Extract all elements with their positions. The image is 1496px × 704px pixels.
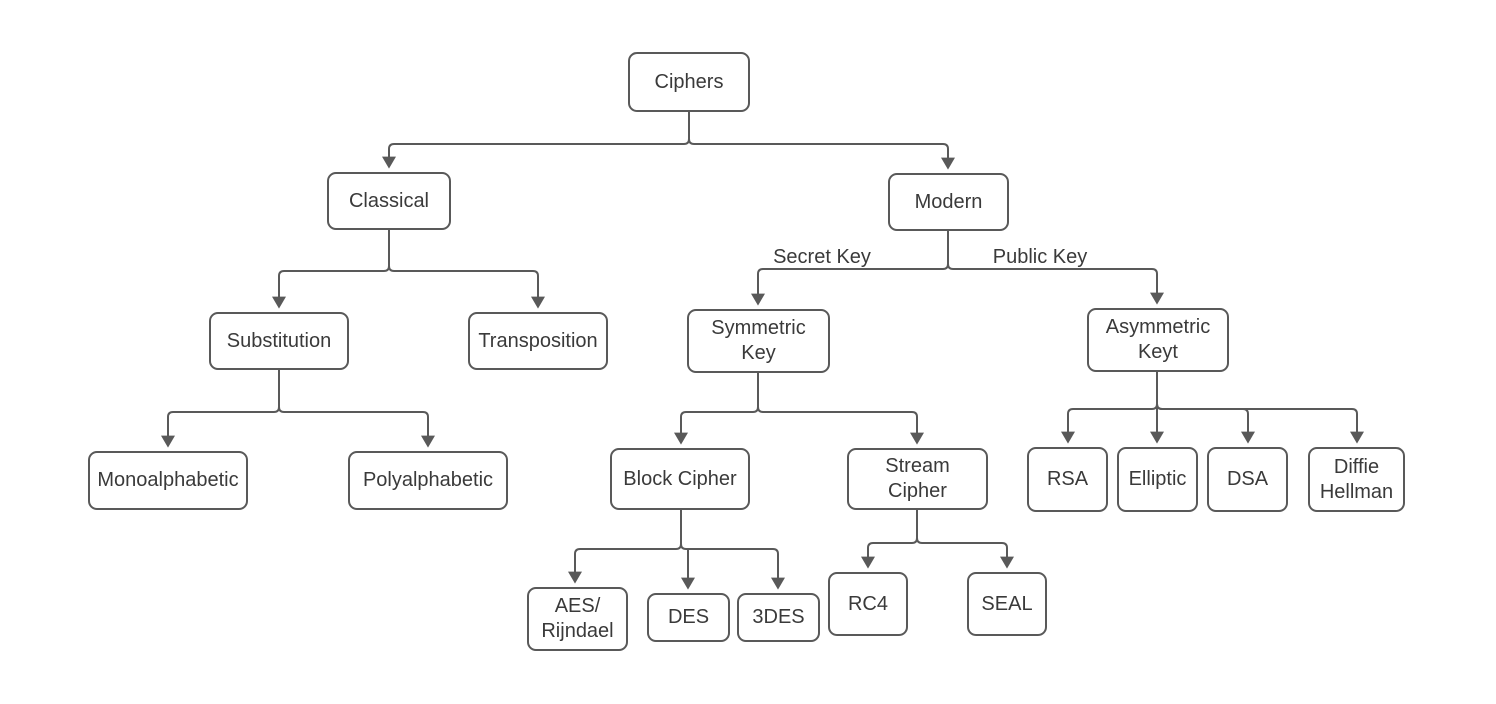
node-seal: SEAL: [967, 572, 1047, 636]
edge-label-secret-key: Secret Key: [773, 246, 871, 268]
node-monoalphabetic: Monoalphabetic: [88, 451, 248, 510]
edge-ciphers-classical: [382, 112, 690, 169]
edge-stream-rc4: [861, 510, 918, 569]
edge-classical-transposition: [388, 230, 545, 309]
edge-stream-seal: [916, 510, 1014, 569]
node-stream-cipher: Stream Cipher: [847, 448, 988, 510]
edge-asymmetric-diffie: [1156, 372, 1364, 444]
node-asymmetric-key: Asymmetric Keyt: [1087, 308, 1229, 372]
edge-classical-substitution: [272, 230, 390, 309]
node-dsa: DSA: [1207, 447, 1288, 512]
edge-block-aes: [568, 510, 682, 584]
node-ciphers: Ciphers: [628, 52, 750, 112]
node-transposition: Transposition: [468, 312, 608, 370]
edge-block-3des: [680, 510, 785, 590]
node-rsa: RSA: [1027, 447, 1108, 512]
edge-substitution-poly: [278, 370, 435, 448]
node-substitution: Substitution: [209, 312, 349, 370]
node-3des: 3DES: [737, 593, 820, 642]
node-aes-rijndael: AES/ Rijndael: [527, 587, 628, 651]
node-polyalphabetic: Polyalphabetic: [348, 451, 508, 510]
edge-label-public-key: Public Key: [992, 246, 1088, 268]
node-des: DES: [647, 593, 730, 642]
edge-asymmetric-rsa: [1061, 372, 1158, 444]
node-classical: Classical: [327, 172, 451, 230]
node-rc4: RC4: [828, 572, 908, 636]
edge-symmetric-block: [674, 373, 759, 445]
node-block-cipher: Block Cipher: [610, 448, 750, 510]
edge-substitution-mono: [161, 370, 280, 448]
node-elliptic: Elliptic: [1117, 447, 1198, 512]
edge-modern-asymmetric: [947, 231, 1164, 305]
node-diffie-hellman: Diffie Hellman: [1308, 447, 1405, 512]
node-modern: Modern: [888, 173, 1009, 231]
edge-ciphers-modern: [688, 112, 955, 170]
node-symmetric-key: Symmetric Key: [687, 309, 830, 373]
edge-symmetric-stream: [757, 373, 924, 445]
edge-asymmetric-dsa: [1156, 372, 1255, 444]
